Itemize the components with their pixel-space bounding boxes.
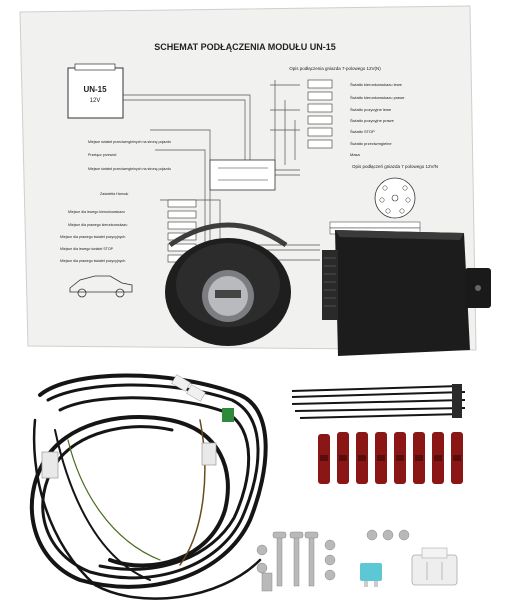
left-label: Miejsce świateł przeciwmgielnych na stro… xyxy=(88,140,171,144)
diagram-plug-block xyxy=(209,159,276,191)
connector-stack xyxy=(307,79,333,149)
legend-item: Światło kierunkowskazu prawe xyxy=(350,95,405,100)
legend-item: Światło kierunkowskazu lewe xyxy=(350,82,403,87)
module-icon: UN-15 12V xyxy=(67,63,124,119)
left-labels: Miejsce świateł przeciwmgielnych na stro… xyxy=(60,140,171,263)
left-label: Miejsce dla prawego świateł pozycyjnych xyxy=(60,235,125,239)
left-label: Miejsce świateł przeciwmgielnych na stro… xyxy=(88,167,171,171)
car-sketch-icon xyxy=(69,275,133,298)
fuse-icon xyxy=(360,563,382,587)
socket-note: Opis podłączeń gniazda 7 polowego 12V/N xyxy=(352,164,438,169)
left-label: Przełącz przewód xyxy=(88,153,116,157)
module-note: Opis podłączenia gniazda 7-polowego 12V(… xyxy=(289,66,381,71)
legend-item: Światło pozycyjne prawe xyxy=(350,118,395,123)
cable-ties xyxy=(291,384,466,419)
legend-list: Światło kierunkowskazu lewe Światło kier… xyxy=(350,82,405,157)
left-label: Zaświetla Hamulc xyxy=(100,192,129,196)
splice-connectors xyxy=(318,432,463,484)
module-label: UN-15 xyxy=(83,85,107,94)
control-module-box xyxy=(322,230,491,356)
legend-item: Światło pozycyjne lewe xyxy=(350,107,392,112)
trailer-socket xyxy=(165,222,291,346)
harness-connectors xyxy=(41,374,234,479)
socket-pin-diagram: Opis podłączeń gniazda 7 polowego 12V/N xyxy=(352,164,438,219)
legend-item: Masa xyxy=(350,152,361,157)
left-label: Miejsce dla lewego kierunkowskazu xyxy=(68,210,125,214)
legend-item: Światło przeciwmgielne xyxy=(350,141,392,146)
legend-item: Światło STOP xyxy=(350,129,375,134)
diagram-title: SCHEMAT PODŁĄCZENIA MODUŁU UN-15 xyxy=(154,42,336,52)
bolts-and-screws xyxy=(256,529,410,592)
left-label: Miejsce dla prawego świateł pozycyjnych xyxy=(60,259,125,263)
left-label: Miejsce dla lewego świateł STOP xyxy=(60,247,114,251)
module-voltage: 12V xyxy=(90,98,101,104)
left-label: Miejsce dla prawego kierunkowskazu xyxy=(68,223,127,227)
fuse-holder xyxy=(411,547,458,586)
